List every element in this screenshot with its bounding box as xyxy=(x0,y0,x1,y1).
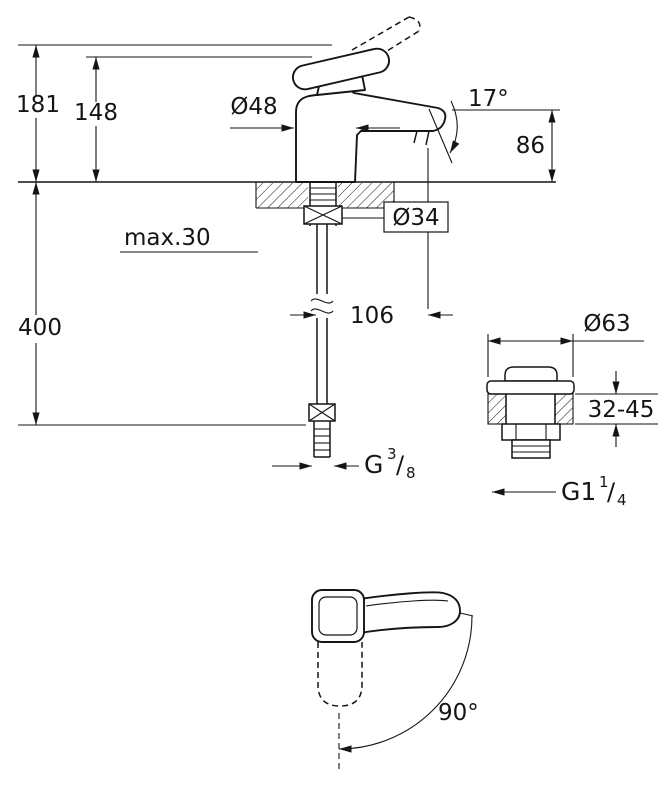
dim-handle-swing-label: 90° xyxy=(438,700,479,726)
supply-hose xyxy=(308,224,336,458)
lever-raised-outline xyxy=(408,16,421,32)
dimension-deck-thickness: max.30 xyxy=(120,225,258,253)
hole-diameter-box xyxy=(383,201,449,233)
dimension-spout-angle: 17° xyxy=(428,86,509,164)
dimension-spout-height: 86 xyxy=(452,109,560,182)
dimension-spout-projection: 106 xyxy=(290,303,453,329)
dim-spout-projection-label: 106 xyxy=(350,303,394,329)
waste-cap xyxy=(504,366,558,382)
waste-flange xyxy=(486,380,575,395)
mounting-surface xyxy=(18,181,556,209)
waste-tailpiece xyxy=(511,439,551,459)
dimension-base-diameter: Ø48 xyxy=(230,94,400,132)
dimension-hose-length: 400 xyxy=(18,182,306,426)
waste-set-side-view xyxy=(486,366,575,459)
waste-thread-denominator: 4 xyxy=(617,491,627,509)
handle-rotated-outline xyxy=(317,642,363,707)
faucet-body xyxy=(295,89,447,183)
waste-locknut xyxy=(501,423,561,441)
dim-hole-diameter-label: Ø34 xyxy=(392,205,439,231)
handle-top-view: 90° xyxy=(311,589,479,769)
threaded-shank xyxy=(303,182,343,226)
supply-thread-denominator: 8 xyxy=(406,464,416,482)
waste-thread-g: G1 xyxy=(561,477,596,506)
dimension-waste-diameter: Ø63 xyxy=(487,311,644,377)
dim-waste-deck-range-label: 32-45 xyxy=(588,397,655,423)
dim-spout-angle-label: 17° xyxy=(468,86,509,112)
hose-break xyxy=(310,308,334,314)
handle-arm-detail xyxy=(365,599,449,607)
swing-arc xyxy=(338,615,473,753)
swing-arc-start xyxy=(459,612,474,617)
supply-thread-slash: / xyxy=(396,451,405,479)
dim-spout-height-label: 86 xyxy=(516,133,545,159)
dim-deck-thickness-label: max.30 xyxy=(124,225,211,251)
faucet-lever xyxy=(291,47,391,91)
dimension-waste-deck-range: 32-45 xyxy=(575,371,658,447)
hose-break xyxy=(310,298,334,304)
dim-base-diameter-label: Ø48 xyxy=(230,94,277,120)
dimension-height-total: 181 xyxy=(16,44,332,182)
aerator xyxy=(425,130,430,146)
counter-section-hatch xyxy=(256,183,308,208)
waste-thread-slash: / xyxy=(607,478,616,506)
dimension-supply-thread: G 3 / 8 xyxy=(272,445,416,482)
dim-waste-diameter-label: Ø63 xyxy=(583,311,630,337)
waste-deck-hatch xyxy=(554,393,574,425)
supply-thread-g: G xyxy=(364,450,383,479)
handle-base xyxy=(311,589,365,643)
supply-thread-numerator: 3 xyxy=(387,445,397,463)
dim-height-body-label: 148 xyxy=(74,100,118,126)
handle-base-inner xyxy=(318,596,358,636)
dimension-hole-diameter: Ø34 xyxy=(342,148,449,309)
waste-thread-numerator: 1 xyxy=(599,473,609,491)
lever-raised-outline xyxy=(351,16,410,51)
waste-deck-hatch xyxy=(487,393,507,425)
faucet-side-view xyxy=(291,16,447,183)
dim-hose-length-label: 400 xyxy=(18,315,62,341)
handle-arm xyxy=(359,591,461,634)
aerator xyxy=(413,130,418,144)
dimension-waste-thread: G1 1 / 4 xyxy=(492,473,627,509)
dimension-height-body: 148 xyxy=(74,56,312,182)
dim-height-total-label: 181 xyxy=(16,92,60,118)
